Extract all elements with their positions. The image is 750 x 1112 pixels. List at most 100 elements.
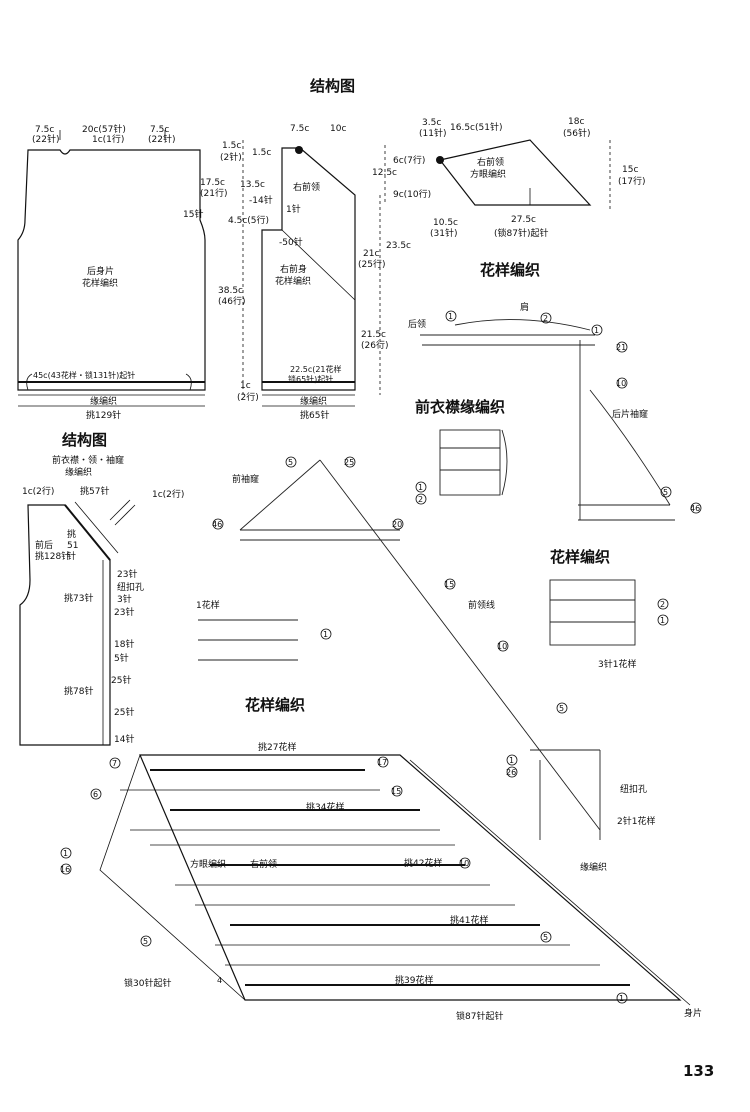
- back-dim-top-left-rows: (22针): [32, 133, 59, 145]
- collar-dim-15: 15c: [622, 165, 638, 175]
- front-hem-start: 22.5c(21花样: [290, 364, 342, 374]
- front-dim-2rows-b: (2行): [237, 391, 259, 403]
- label-back-armhole: 后片袖窿: [612, 408, 648, 420]
- marker-2b: 2: [418, 495, 423, 504]
- label-two-one: 2针1花样: [617, 815, 655, 827]
- collar-dim-17rows: (17行): [618, 175, 645, 187]
- marker-5e: 5: [543, 933, 548, 942]
- left-5: 5针: [114, 652, 129, 664]
- front-dim-46rows: (46行): [218, 295, 245, 307]
- label-chain30: 锁30针起针: [124, 977, 171, 989]
- back-hem-edge: 缘编织: [90, 395, 117, 407]
- structure-title-left: 结构图: [62, 431, 107, 449]
- label-pick42: 挑42花样: [404, 857, 442, 869]
- front-edge-schematic: 1c(2行) 挑57针 1c(2行) 前后 挑128针 挑 51 针 23针 纽…: [19, 485, 184, 746]
- front-body-knit: 花样编织: [275, 275, 311, 287]
- one-pattern-chart: 1花样: [196, 599, 298, 661]
- marker-10: 10: [616, 379, 626, 388]
- front-dim-21rows: (21行): [200, 187, 227, 199]
- marker-5b: 5: [288, 458, 293, 467]
- front-dim-26rows: (26行): [361, 339, 388, 351]
- label-front-armhole: 前袖窿: [232, 473, 259, 485]
- armhole-stitch-chart: 前袖窿 前领线 纽扣孔 2针1花样 缘编织: [232, 459, 655, 873]
- back-dim-top-center-rows: 1c(1行): [92, 133, 124, 145]
- back-side-marker: 15针: [183, 208, 203, 220]
- collar-dim-31: (31针): [430, 227, 457, 239]
- left-23a: 23针: [117, 568, 137, 580]
- front-dim-minus14: -14针: [249, 194, 273, 206]
- front-dim-21c: 21c: [363, 249, 379, 259]
- back-dim-top-right-rows: (22针): [148, 133, 175, 145]
- marker-46a: 46: [690, 504, 700, 513]
- marker-1h: 1: [619, 994, 624, 1003]
- marker-2a: 2: [543, 314, 548, 323]
- three-one-pattern-chart: 3针1花样: [549, 579, 636, 670]
- structure-title-top: 结构图: [310, 77, 355, 95]
- pattern-title-1: 花样编织: [480, 261, 540, 279]
- collar-dim-9: 9c(10行): [393, 188, 431, 200]
- marker-10c: 10: [459, 859, 469, 868]
- label-pick39: 挑39花样: [395, 974, 433, 986]
- back-piece-name: 后身片: [87, 265, 114, 277]
- label-chain87: 锁87针起针: [456, 1010, 503, 1022]
- left-pick73: 挑73针: [64, 592, 93, 604]
- label-right-collar: 右前领: [250, 858, 277, 870]
- shoulder-stitch-chart: 后领 肩 后片袖窿: [408, 301, 675, 521]
- marker-1b: 1: [594, 326, 599, 335]
- left-pick57: 挑57针: [80, 485, 109, 497]
- front-dim-1-5a: 1.5c: [222, 141, 241, 151]
- marker-10b: 10: [497, 642, 507, 651]
- marker-6: 6: [93, 790, 98, 799]
- marker-16: 16: [60, 865, 70, 874]
- left-struct-sub2: 缘编织: [65, 466, 92, 478]
- marker-15b: 15: [391, 787, 401, 796]
- collar-dim-6: 6c(7行): [393, 154, 425, 166]
- back-dim-top-center: 20c(57针): [82, 123, 126, 135]
- front-dim-13-5: 13.5c: [240, 180, 265, 190]
- left-struct-sub1: 前衣襟・领・袖窿: [52, 454, 124, 466]
- front-dim-23-5: 23.5c: [386, 241, 411, 251]
- collar-dim-16-5: 16.5c(51针): [450, 121, 502, 133]
- marker-7: 7: [112, 759, 117, 768]
- left-pick128: 挑128针: [35, 550, 70, 562]
- front-hem-pick: 挑65针: [300, 409, 329, 421]
- marker-5d: 5: [143, 937, 148, 946]
- marker-46b: 46: [212, 520, 222, 529]
- marker-21: 21: [616, 343, 626, 352]
- front-dim-38-5: 38.5c: [218, 286, 243, 296]
- marker-1g: 1: [63, 849, 68, 858]
- collar-dim-12-5: 12.5c: [372, 168, 397, 178]
- front-edge-chart: [439, 429, 508, 496]
- back-hem-start: 45c(43花样・锁131针)起针: [33, 370, 135, 380]
- collar-dim-27-5: 27.5c: [511, 215, 536, 225]
- marker-5c: 5: [559, 704, 564, 713]
- front-dim-1needle: 1针: [286, 203, 301, 215]
- row-markers: 1 2 1 21 10 5 46 1 2 5 25 46 20 15 10 5 …: [60, 310, 702, 1004]
- back-piece-schematic: 7.5c (22针) 20c(57针) 1c(1行) 7.5c (22针) 15…: [17, 123, 206, 421]
- marker-2c: 2: [660, 600, 665, 609]
- label-buttonhole: 纽扣孔: [620, 783, 647, 795]
- front-dim-top-left: 7.5c: [290, 124, 309, 134]
- front-dim-1c: 1c: [240, 381, 251, 391]
- collar-dim-87: (锁87针)起针: [494, 227, 548, 239]
- front-hem-edge: 缘编织: [300, 395, 327, 407]
- back-hem-pick: 挑129针: [86, 409, 121, 421]
- left-front-back: 前后: [35, 539, 53, 551]
- marker-1a: 1: [448, 312, 453, 321]
- label-back-neck: 后领: [408, 318, 426, 330]
- label-one-pattern: 1花样: [196, 599, 220, 611]
- label-pick34: 挑34花样: [306, 801, 344, 813]
- label-shoulder: 肩: [520, 301, 529, 313]
- front-dim-top-mid: 10c: [330, 124, 346, 134]
- collar-dim-10-5: 10.5c: [433, 218, 458, 228]
- left-1c-b: 1c(2行): [152, 488, 184, 500]
- front-body-name: 右前身: [280, 263, 307, 275]
- marker-25: 25: [344, 458, 354, 467]
- pattern-title-2: 花样编织: [550, 548, 610, 566]
- marker-20: 20: [392, 520, 402, 529]
- collar-dim-18: 18c: [568, 117, 584, 127]
- marker-1e: 1: [323, 630, 328, 639]
- left-pick51c: 针: [67, 550, 76, 562]
- label-pick27: 挑27花样: [258, 741, 296, 753]
